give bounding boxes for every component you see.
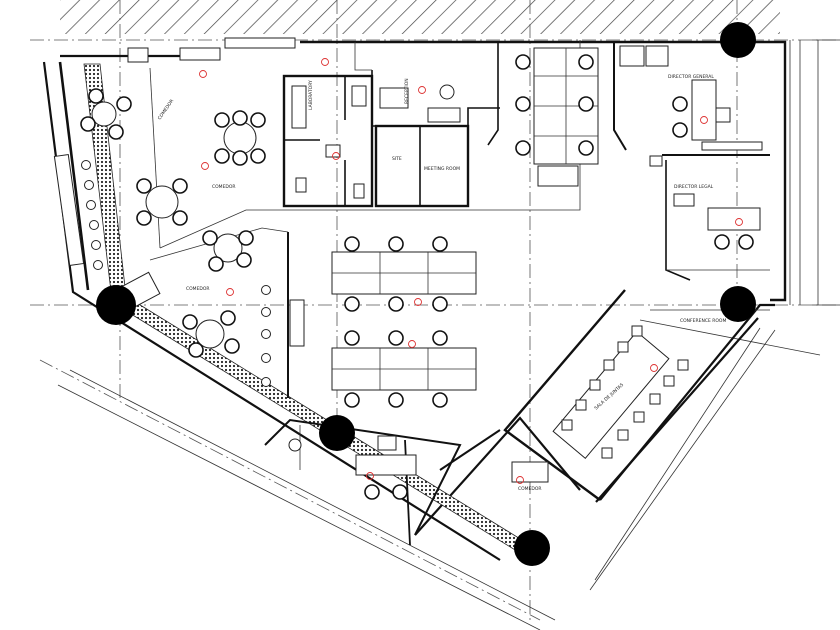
room-label-comedor-lower: COMEDOR <box>212 184 236 190</box>
room-label-site: SITE <box>392 156 402 162</box>
conference-chairs <box>561 325 689 459</box>
dining-table <box>136 178 188 226</box>
room-label-meeting-room: MEETING ROOM <box>424 166 460 172</box>
bar-stools <box>81 160 103 270</box>
desk-chairs <box>344 236 448 408</box>
director-legal-furniture <box>673 193 761 250</box>
room-label-director-legal: DIRECTOR LEGAL <box>674 184 714 190</box>
exterior-hatch <box>60 0 780 34</box>
room-label-laboratory: LABORATORY <box>308 80 314 110</box>
conference-furniture <box>552 325 689 459</box>
room-tags <box>199 58 743 484</box>
column <box>720 22 756 58</box>
workstations-upper <box>515 47 599 187</box>
room-label-director-general: DIRECTOR GENERAL <box>668 74 714 80</box>
room-label-conference-room: CONFERENCE ROOM <box>680 318 726 324</box>
column <box>319 415 355 451</box>
comedor-upper-furniture <box>53 37 296 270</box>
director-general-furniture <box>619 45 763 167</box>
dining-table <box>80 88 132 140</box>
room-label-comedor-upper: COMEDOR <box>157 98 175 121</box>
column <box>514 530 550 566</box>
structural-columns <box>96 22 756 566</box>
column <box>720 286 756 322</box>
room-label-reception: RECEPTION <box>404 78 410 104</box>
comedor-middle-furniture <box>121 230 305 387</box>
room-label-comedor-middle: COMEDOR <box>186 286 210 292</box>
room-label-comedor-bottom: COMEDOR <box>518 486 542 492</box>
lower-pod-furniture <box>288 435 549 500</box>
restroom-fixtures <box>291 84 461 199</box>
stools-column <box>261 285 271 387</box>
open-office-desks <box>331 236 477 408</box>
column <box>96 285 136 325</box>
dining-table <box>214 110 266 166</box>
dimension-lines <box>57 39 840 630</box>
